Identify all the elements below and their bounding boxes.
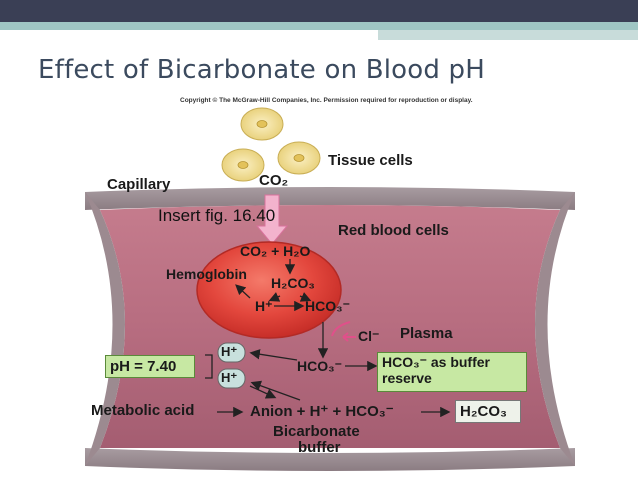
vessel-lower-wall xyxy=(85,448,575,471)
top-accent-bar-right xyxy=(378,30,638,40)
buffer-reserve-line2: reserve xyxy=(382,370,432,386)
buffer-reserve-box: HCO₃⁻ as buffer reserve xyxy=(377,352,527,392)
label-h2co3-rbc: H₂CO₃ xyxy=(271,275,315,291)
label-hco3-rbc: HCO₃⁻ xyxy=(305,298,350,314)
ph-value-box: pH = 7.40 xyxy=(105,355,195,378)
slide-title: Effect of Bicarbonate on Blood pH xyxy=(38,55,486,85)
top-accent-bar xyxy=(0,22,638,30)
label-h-plus-2: H⁺ xyxy=(221,370,238,385)
label-h-plus-1: H⁺ xyxy=(221,344,238,359)
h-plus-bubble xyxy=(217,342,246,363)
label-metabolic-acid: Metabolic acid xyxy=(91,402,195,419)
red-blood-cell xyxy=(196,241,342,339)
label-red-blood-cells: Red blood cells xyxy=(338,222,449,239)
label-chloride: Cl⁻ xyxy=(358,328,380,344)
label-bicarbonate: Bicarbonate xyxy=(273,423,360,440)
h-plus-bubble xyxy=(217,368,246,389)
tissue-cell xyxy=(221,148,265,182)
vessel-upper-wall xyxy=(85,187,575,210)
top-bar xyxy=(0,0,638,22)
label-co2-top: CO₂ xyxy=(259,172,289,189)
copyright-notice: Copyright © The McGraw-Hill Companies, I… xyxy=(180,97,473,104)
h2co3-result-box: H₂CO₃ xyxy=(455,400,521,423)
label-co2-water-reaction: CO₂ + H₂O xyxy=(240,243,311,259)
buffer-reserve-line1: HCO₃⁻ as buffer xyxy=(382,354,490,370)
label-tissue-cells: Tissue cells xyxy=(328,152,413,169)
co2-diffusion-arrow xyxy=(255,194,289,245)
label-hemoglobin: Hemoglobin xyxy=(166,266,247,282)
tissue-cell xyxy=(277,141,321,175)
label-anion-equation: Anion + H⁺ + HCO₃⁻ xyxy=(250,403,394,420)
label-h-plus-rbc: H⁺ xyxy=(255,298,273,314)
label-plasma: Plasma xyxy=(400,325,453,342)
label-capillary: Capillary xyxy=(107,176,171,193)
label-hco3-plasma: HCO₃⁻ xyxy=(297,358,342,374)
tissue-cell xyxy=(240,107,284,141)
label-buffer: buffer xyxy=(298,439,341,456)
insert-figure-note: Insert fig. 16.40 xyxy=(158,206,276,225)
